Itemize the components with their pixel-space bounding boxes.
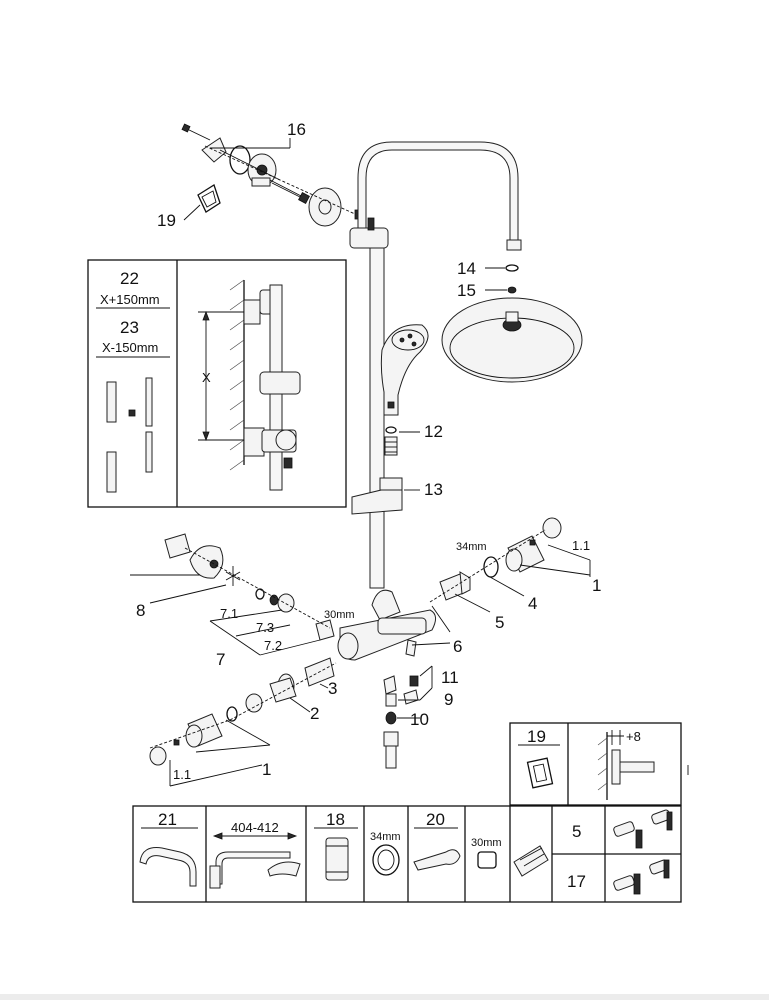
label-19: 19 bbox=[157, 211, 176, 230]
inset-text-23: X-150mm bbox=[102, 340, 158, 355]
label-7-2: 7.2 bbox=[264, 638, 282, 653]
label-12: 12 bbox=[424, 422, 443, 441]
wall-bracket-group bbox=[181, 123, 362, 227]
label-1-1-right: 1.1 bbox=[572, 538, 590, 553]
table-cell-5: 5 bbox=[572, 822, 581, 841]
label-3: 3 bbox=[328, 679, 337, 698]
label-7-1: 7.1 bbox=[220, 606, 238, 621]
table-dim-404-412: 404-412 bbox=[231, 820, 279, 835]
inset-label-19: 19 bbox=[527, 727, 546, 746]
label-6: 6 bbox=[453, 637, 462, 656]
inset-dim-plus8: +8 bbox=[626, 729, 641, 744]
table-dim-34mm: 34mm bbox=[370, 831, 401, 843]
label-1-1-left: 1.1 bbox=[173, 767, 191, 782]
thermostat-mixer-group bbox=[130, 517, 591, 787]
label-13: 13 bbox=[424, 480, 443, 499]
label-7: 7 bbox=[216, 650, 225, 669]
label-9: 9 bbox=[444, 690, 453, 709]
inset-extension-kit bbox=[87, 259, 347, 508]
table-dim-30mm: 30mm bbox=[471, 837, 502, 849]
callout-labels: 16 19 14 15 12 13 8 7.1 7.3 7.2 7 30mm 6… bbox=[100, 120, 641, 891]
table-cell-20: 20 bbox=[426, 810, 445, 829]
inset-text-22: X+150mm bbox=[100, 292, 160, 307]
label-2: 2 bbox=[310, 704, 319, 723]
label-4: 4 bbox=[528, 594, 537, 613]
label-1-left: 1 bbox=[262, 760, 271, 779]
inset-dim-x: X bbox=[202, 370, 211, 385]
label-11: 11 bbox=[441, 668, 459, 687]
label-30mm-upper: 30mm bbox=[324, 609, 355, 621]
shower-riser-assembly bbox=[349, 141, 583, 589]
inset-label-23: 23 bbox=[120, 318, 139, 337]
spare-parts-table bbox=[132, 805, 682, 903]
label-1-right: 1 bbox=[592, 576, 601, 595]
label-14: 14 bbox=[457, 259, 476, 278]
page-footer-band bbox=[0, 994, 769, 1000]
label-7-3: 7.3 bbox=[256, 620, 274, 635]
label-10: 10 bbox=[410, 710, 429, 729]
inset-rosette bbox=[509, 722, 689, 806]
label-8: 8 bbox=[136, 601, 145, 620]
inset-label-22: 22 bbox=[120, 269, 139, 288]
label-5: 5 bbox=[495, 613, 504, 632]
label-16: 16 bbox=[287, 120, 306, 139]
table-cell-21: 21 bbox=[158, 810, 177, 829]
table-cell-18: 18 bbox=[326, 810, 345, 829]
table-cell-17: 17 bbox=[567, 872, 586, 891]
label-34mm-upper: 34mm bbox=[456, 541, 487, 553]
label-15: 15 bbox=[457, 281, 476, 300]
